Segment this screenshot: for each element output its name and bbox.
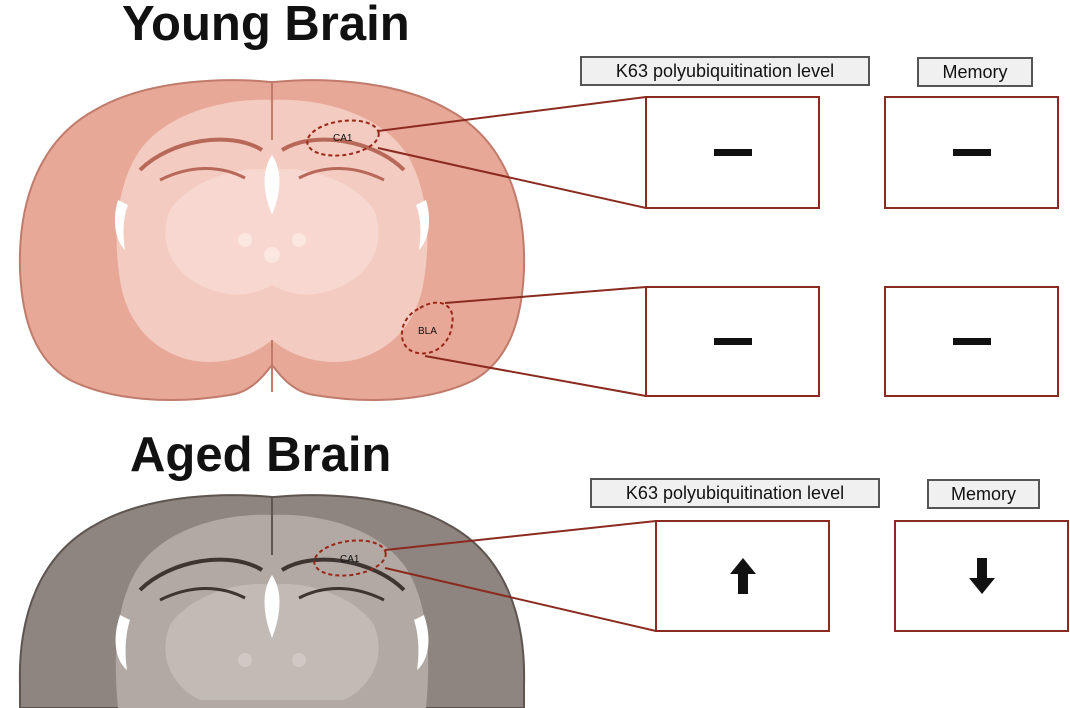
up-arrow-icon — [729, 558, 756, 594]
no-change-dash-icon — [952, 149, 991, 156]
aged-ca1-memory-box — [894, 520, 1069, 632]
young-brain-illustration: CA1 BLA — [18, 79, 526, 401]
aged-k63-header: K63 polyubiquitination level — [590, 478, 880, 508]
aged-memory-header: Memory — [927, 479, 1040, 509]
young-ca1-k63-box — [645, 96, 820, 209]
down-arrow-icon — [968, 558, 995, 594]
young-bla-memory-box — [884, 286, 1059, 397]
young-k63-header: K63 polyubiquitination level — [580, 56, 870, 86]
young-ca1-label: CA1 — [333, 133, 353, 144]
no-change-dash-icon — [952, 338, 991, 345]
aged-brain-illustration: CA1 — [18, 494, 526, 708]
young-brain-title: Young Brain — [122, 0, 410, 51]
young-connectors — [377, 96, 647, 397]
young-memory-header: Memory — [917, 57, 1033, 87]
no-change-dash-icon — [713, 338, 752, 345]
aged-ca1-label: CA1 — [340, 554, 360, 565]
aged-brain-title: Aged Brain — [130, 428, 392, 482]
young-ca1-memory-box — [884, 96, 1059, 209]
aged-connectors — [384, 520, 657, 632]
young-bla-label: BLA — [418, 326, 437, 337]
young-bla-k63-box — [645, 286, 820, 397]
aged-ca1-k63-box — [655, 520, 830, 632]
no-change-dash-icon — [713, 149, 752, 156]
